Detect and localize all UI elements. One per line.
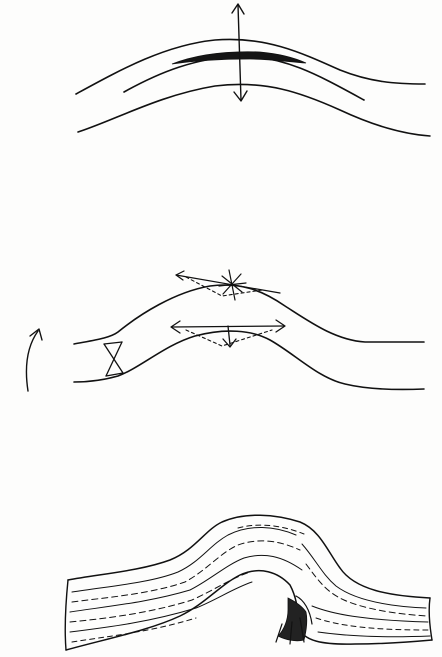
- star-burst-icon: [176, 270, 280, 300]
- branch-end-right: [429, 598, 432, 640]
- band-bottom-edge: [78, 84, 430, 136]
- band-top-edge: [74, 285, 424, 344]
- grain-line-icon: [70, 525, 430, 642]
- panel-wood-grain: [65, 515, 432, 650]
- rotation-arrow-icon: [26, 329, 42, 391]
- branch-end-left: [65, 580, 68, 650]
- panel-bending-stress: [76, 4, 430, 136]
- band-middle-line: [124, 56, 364, 100]
- double-headed-arrow-icon: [171, 320, 285, 347]
- band-top-edge: [76, 39, 425, 94]
- panel-tension-compression: [26, 270, 424, 391]
- triangle-brace-icon: [104, 342, 123, 376]
- band-bottom-edge: [74, 331, 424, 389]
